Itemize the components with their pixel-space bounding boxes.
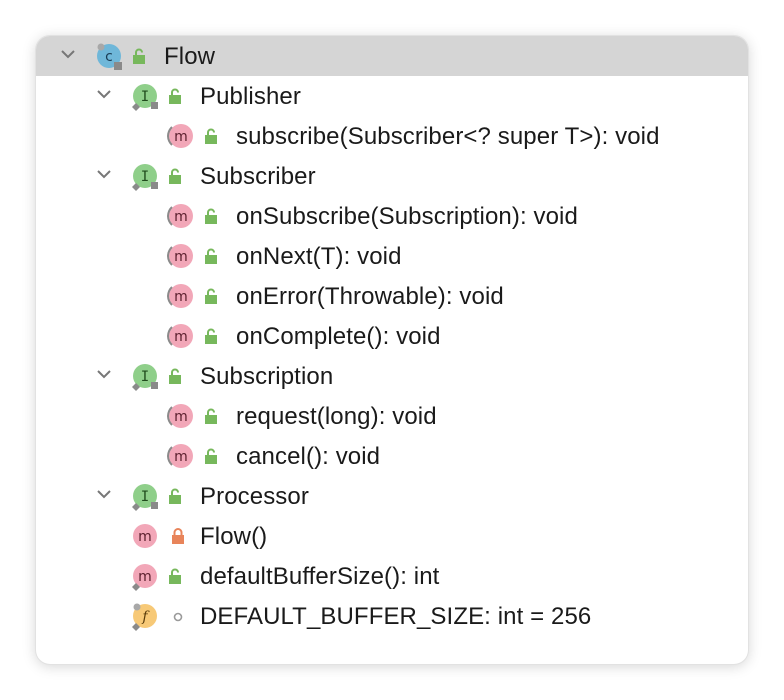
svg-text:m: m xyxy=(174,249,188,265)
chevron-down-icon[interactable] xyxy=(58,44,78,64)
node-label: onError(Throwable): void xyxy=(236,283,504,310)
svg-text:m: m xyxy=(174,209,188,225)
tree-node-method[interactable]: m request(long): void xyxy=(36,396,748,436)
node-label: Flow xyxy=(164,43,216,70)
method-icon: m xyxy=(132,523,158,549)
tree-node-processor-interface[interactable]: I Processor xyxy=(36,476,748,516)
svg-text:m: m xyxy=(174,449,188,465)
package-visibility-icon xyxy=(171,608,185,624)
node-label: onSubscribe(Subscription): void xyxy=(236,203,578,230)
method-icon: m xyxy=(167,443,194,469)
tree-node-subscriber-interface[interactable]: I Subscriber xyxy=(36,156,748,196)
node-label: request(long): void xyxy=(236,403,437,430)
svg-text:I: I xyxy=(141,169,149,185)
method-icon: m xyxy=(167,123,194,149)
chevron-down-icon[interactable] xyxy=(94,164,114,184)
tree-node-method[interactable]: m onComplete(): void xyxy=(36,316,748,356)
chevron-down-icon[interactable] xyxy=(94,84,114,104)
tree-node-flow-class[interactable]: c Flow xyxy=(36,36,748,76)
svg-text:m: m xyxy=(174,329,188,345)
public-lock-icon xyxy=(132,48,146,64)
svg-text:m: m xyxy=(174,289,188,305)
public-lock-icon xyxy=(204,248,218,264)
node-label: DEFAULT_BUFFER_SIZE: int = 256 xyxy=(200,603,592,630)
tree-node-field[interactable]: f DEFAULT_BUFFER_SIZE: int = 256 xyxy=(36,596,748,636)
private-lock-icon xyxy=(171,528,185,544)
svg-text:m: m xyxy=(174,129,188,145)
node-label: subscribe(Subscriber<? super T>): void xyxy=(236,123,660,150)
node-label: defaultBufferSize(): int xyxy=(200,563,440,590)
node-label: Processor xyxy=(200,483,309,510)
public-lock-icon xyxy=(168,368,182,384)
interface-icon: I xyxy=(132,163,158,191)
node-label: onComplete(): void xyxy=(236,323,441,350)
node-label: Subscriber xyxy=(200,163,316,190)
svg-text:m: m xyxy=(138,529,152,545)
tree-node-method[interactable]: m onNext(T): void xyxy=(36,236,748,276)
node-label: Publisher xyxy=(200,83,301,110)
structure-window: c Flow I xyxy=(36,36,748,664)
tree-node-method[interactable]: m subscribe(Subscriber<? super T>): void xyxy=(36,116,748,156)
method-icon: m xyxy=(167,403,194,429)
public-lock-icon xyxy=(168,568,182,584)
field-icon: f xyxy=(132,603,158,631)
tree-node-subscription-interface[interactable]: I Subscription xyxy=(36,356,748,396)
public-lock-icon xyxy=(204,208,218,224)
method-icon: m xyxy=(167,243,194,269)
svg-text:I: I xyxy=(141,489,149,505)
chevron-down-icon[interactable] xyxy=(94,364,114,384)
public-lock-icon xyxy=(204,128,218,144)
method-icon: m xyxy=(167,323,194,349)
structure-tree: c Flow I xyxy=(36,36,748,636)
tree-node-method[interactable]: m defaultBufferSize(): int xyxy=(36,556,748,596)
class-icon: c xyxy=(96,43,122,70)
method-icon: m xyxy=(167,283,194,309)
node-label: onNext(T): void xyxy=(236,243,402,270)
svg-text:f: f xyxy=(141,609,150,625)
tree-node-constructor[interactable]: m Flow() xyxy=(36,516,748,556)
public-lock-icon xyxy=(168,88,182,104)
tree-node-publisher-interface[interactable]: I Publisher xyxy=(36,76,748,116)
public-lock-icon xyxy=(204,408,218,424)
svg-text:I: I xyxy=(141,369,149,385)
node-label: Flow() xyxy=(200,523,268,550)
public-lock-icon xyxy=(204,448,218,464)
svg-text:m: m xyxy=(174,409,188,425)
svg-text:c: c xyxy=(105,49,113,65)
tree-node-method[interactable]: m cancel(): void xyxy=(36,436,748,476)
method-icon: m xyxy=(167,203,194,229)
interface-icon: I xyxy=(132,83,158,111)
chevron-down-icon[interactable] xyxy=(94,484,114,504)
node-label: Subscription xyxy=(200,363,334,390)
public-lock-icon xyxy=(204,288,218,304)
interface-icon: I xyxy=(132,483,158,511)
tree-node-method[interactable]: m onSubscribe(Subscription): void xyxy=(36,196,748,236)
public-lock-icon xyxy=(168,488,182,504)
public-lock-icon xyxy=(204,328,218,344)
method-icon: m xyxy=(132,563,158,591)
node-label: cancel(): void xyxy=(236,443,381,470)
svg-text:m: m xyxy=(138,569,152,585)
public-lock-icon xyxy=(168,168,182,184)
svg-text:I: I xyxy=(141,89,149,105)
tree-node-method[interactable]: m onError(Throwable): void xyxy=(36,276,748,316)
interface-icon: I xyxy=(132,363,158,391)
